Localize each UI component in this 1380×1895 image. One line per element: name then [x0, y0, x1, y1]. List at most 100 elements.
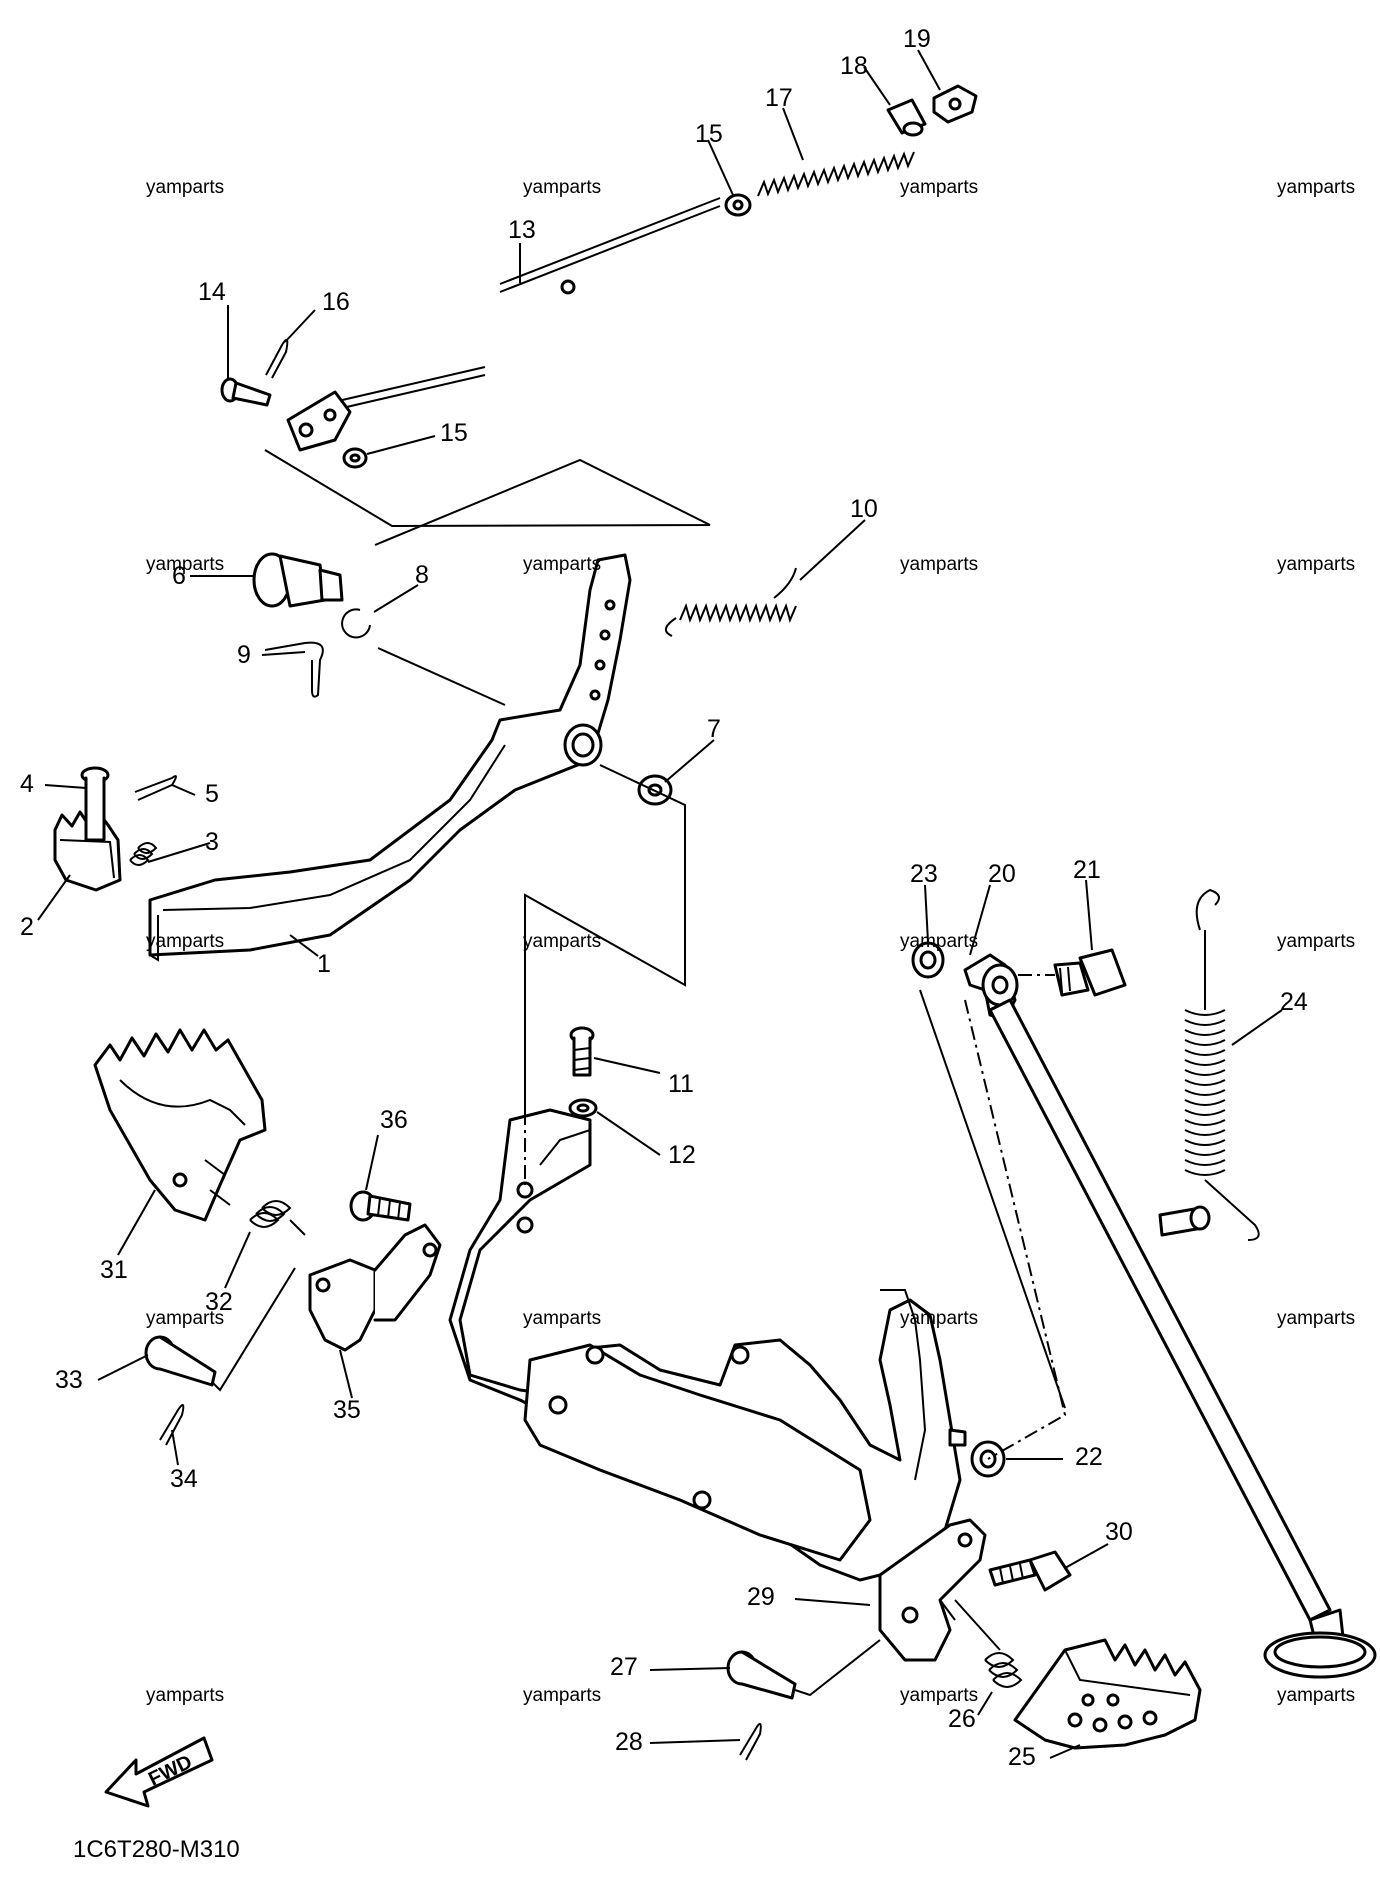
lower-frame	[448, 1108, 967, 1582]
watermark: yamparts	[523, 1685, 602, 1706]
callout-28: 28	[615, 1728, 643, 1756]
circlip-8	[341, 608, 371, 639]
watermark: yamparts	[523, 1308, 602, 1329]
spring-pin	[1158, 1205, 1211, 1237]
callout-30: 30	[1105, 1518, 1133, 1546]
spring-17	[757, 151, 915, 197]
callout-21: 21	[1073, 856, 1101, 884]
watermark: yamparts	[146, 1685, 225, 1706]
spring-32	[249, 1200, 306, 1236]
watermark: yamparts	[900, 931, 979, 952]
callout-8: 8	[415, 561, 429, 589]
callout-24: 24	[1280, 988, 1308, 1016]
callout-16: 16	[322, 288, 350, 316]
diagram-code: 1C6T280-M310	[73, 1836, 240, 1863]
callout-7: 7	[707, 715, 721, 743]
cotter-pin-16	[265, 338, 289, 379]
assembly-guide-footrest	[211, 1267, 296, 1392]
callout-23: 23	[910, 860, 938, 888]
assembly-guide-footrest-spring	[954, 1599, 1001, 1651]
watermark: yamparts	[1277, 1685, 1356, 1706]
brake-rod-13	[324, 197, 721, 413]
spring-26	[984, 1652, 1023, 1688]
callout-10: 10	[850, 495, 878, 523]
pin-4	[80, 766, 110, 842]
assembly-guide-rod	[264, 449, 711, 546]
callout-19: 19	[903, 25, 931, 53]
callout-3: 3	[205, 828, 219, 856]
collar-18	[886, 98, 927, 137]
watermark: yamparts	[1277, 931, 1356, 952]
footrest-25	[1013, 1638, 1202, 1750]
assembly-guide-circlip	[377, 647, 506, 706]
watermark: yamparts	[523, 177, 602, 198]
callout-2: 2	[20, 913, 34, 941]
callout-13: 13	[508, 216, 536, 244]
spring-24	[1184, 888, 1260, 1241]
watermark: yamparts	[900, 554, 979, 575]
collar-12	[568, 1098, 598, 1118]
callout-25: 25	[1008, 1743, 1036, 1771]
pivot-shaft-6	[252, 552, 344, 608]
callout-14: 14	[198, 278, 226, 306]
washer-15-upper	[724, 193, 752, 217]
watermark: yamparts	[900, 1685, 979, 1706]
sidestand-20	[963, 953, 1377, 1679]
callout-1: 1	[317, 950, 331, 978]
watermark: yamparts	[146, 177, 225, 198]
watermark: yamparts	[523, 931, 602, 952]
footrest-31	[93, 1028, 267, 1222]
watermark: yamparts	[523, 554, 602, 575]
assembly-guide-sidestand-side	[919, 989, 1066, 1409]
assembly-guide-sidestand	[964, 999, 1067, 1460]
callout-20: 20	[988, 860, 1016, 888]
leader-lines	[37, 49, 1283, 1759]
watermark: yamparts	[1277, 1308, 1356, 1329]
bolt-36	[349, 1190, 412, 1222]
cotter-pin-9	[264, 641, 324, 698]
watermark: yamparts	[900, 1308, 979, 1329]
callout-32: 32	[205, 1288, 233, 1316]
callout-11: 11	[668, 1070, 694, 1098]
callout-29: 29	[747, 1583, 775, 1611]
bolt-21	[1053, 948, 1127, 997]
collar-23	[911, 941, 945, 979]
pin-14	[220, 377, 272, 407]
cotter-pin-28	[739, 1723, 762, 1761]
callout-12: 12	[668, 1141, 696, 1169]
nut-19	[932, 84, 978, 124]
cotter-pin-5	[134, 775, 177, 801]
callout-34: 34	[170, 1465, 198, 1493]
callout-35: 35	[333, 1396, 361, 1424]
spring-10	[665, 567, 797, 637]
callout-17: 17	[765, 84, 793, 112]
callout-26: 26	[948, 1705, 976, 1733]
cotter-pin-34	[159, 1404, 185, 1446]
watermark: yamparts	[1277, 177, 1356, 198]
watermark: yamparts	[146, 931, 225, 952]
forward-arrow-icon: FWD	[104, 1736, 214, 1808]
footrest-bracket-29	[878, 1518, 987, 1662]
callout-36: 36	[380, 1106, 408, 1134]
watermark: yamparts	[900, 177, 979, 198]
callout-33: 33	[55, 1366, 83, 1394]
callout-22: 22	[1075, 1443, 1103, 1471]
callout-15b: 15	[440, 419, 468, 447]
footrest-bracket-35	[308, 1223, 442, 1352]
watermark: yamparts	[1277, 554, 1356, 575]
assembly-guide-footrest-right	[794, 1639, 881, 1697]
bolt-11	[569, 1026, 595, 1077]
spring-3	[129, 842, 158, 866]
pin-33	[144, 1335, 217, 1387]
callout-9: 9	[237, 641, 251, 669]
callout-15a: 15	[695, 120, 723, 148]
callout-31: 31	[100, 1256, 128, 1284]
watermark: yamparts	[146, 554, 225, 575]
watermark: yamparts	[146, 1308, 225, 1329]
callout-5: 5	[205, 780, 219, 808]
callout-4: 4	[20, 770, 34, 798]
callout-6: 6	[172, 562, 186, 590]
washer-15-lower	[342, 447, 368, 469]
